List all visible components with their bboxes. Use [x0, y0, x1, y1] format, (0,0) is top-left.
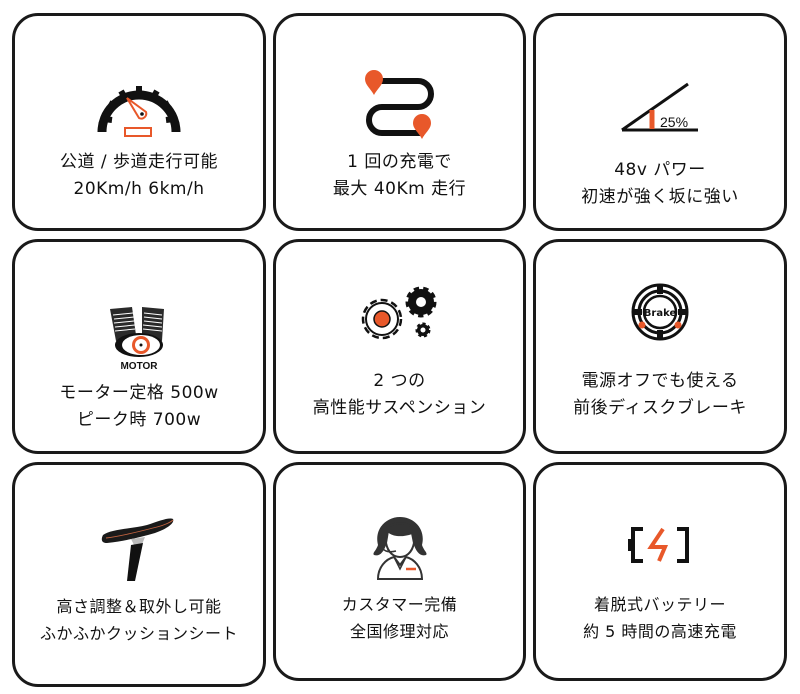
feature-caption: 着脱式バッテリー 約 5 時間の高速充電 — [536, 591, 784, 645]
caption-line: 電源オフでも使える — [581, 371, 739, 391]
saddle-icon — [101, 518, 174, 581]
caption-line: 全国修理対応 — [349, 622, 449, 641]
caption-line: ピーク時 700w — [76, 410, 202, 430]
caption-line: 最大 40Km 走行 — [332, 179, 467, 199]
brake-disc-icon: Brake — [631, 283, 689, 341]
feature-card-support: カスタマー完備 全国修理対応 — [273, 462, 526, 681]
feature-caption: 高さ調整＆取外し可能 ふかふかクッションシート — [15, 593, 263, 647]
slope-icon: 25% — [621, 82, 698, 132]
caption-line: 高性能サスペンション — [312, 398, 487, 418]
feature-caption: 1 回の充電で 最大 40Km 走行 — [276, 149, 523, 203]
battery-charging-icon — [628, 527, 689, 563]
feature-card-range: 1 回の充電で 最大 40Km 走行 — [273, 13, 526, 231]
caption-line: 約 5 時間の高速充電 — [583, 622, 737, 641]
caption-line: モーター定格 500w — [59, 383, 219, 403]
caption-line: 20Km/h 6km/h — [73, 179, 205, 199]
caption-line: 2 つの — [373, 371, 426, 391]
gears-icon — [361, 286, 436, 340]
feature-card-motor: MOTOR モーター定格 500w ピーク時 700w — [12, 239, 266, 454]
feature-caption: 公道 / 歩道走行可能 20Km/h 6km/h — [15, 149, 263, 203]
caption-line: カスタマー完備 — [341, 595, 458, 614]
caption-line: ふかふかクッションシート — [39, 624, 238, 643]
route-icon — [364, 70, 434, 139]
feature-card-seat: 高さ調整＆取外し可能 ふかふかクッションシート — [12, 462, 266, 687]
caption-line: 高さ調整＆取外し可能 — [56, 597, 222, 616]
caption-line: 前後ディスクブレーキ — [573, 398, 747, 418]
svg-text:25%: 25% — [660, 114, 688, 130]
feature-card-battery: 着脱式バッテリー 約 5 時間の高速充電 — [533, 462, 787, 681]
feature-card-brake: Brake 電源オフでも使える 前後ディスクブレーキ — [533, 239, 787, 454]
speedometer-icon — [97, 86, 181, 137]
svg-text:MOTOR: MOTOR — [120, 361, 158, 371]
feature-card-suspension: 2 つの 高性能サスペンション — [273, 239, 526, 454]
feature-caption: 2 つの 高性能サスペンション — [276, 368, 523, 422]
caption-line: 48v パワー — [614, 160, 706, 180]
feature-caption: カスタマー完備 全国修理対応 — [276, 591, 523, 645]
feature-caption: 電源オフでも使える 前後ディスクブレーキ — [536, 368, 784, 422]
feature-card-power: 25% 48v パワー 初速が強く坂に強い — [533, 13, 787, 231]
caption-line: 公道 / 歩道走行可能 — [59, 152, 219, 172]
feature-caption: 48v パワー 初速が強く坂に強い — [536, 157, 784, 211]
support-operator-icon — [372, 517, 427, 580]
caption-line: 初速が強く坂に強い — [581, 187, 739, 207]
caption-line: 着脱式バッテリー — [593, 595, 726, 614]
caption-line: 1 回の充電で — [347, 152, 452, 172]
motor-icon: MOTOR — [110, 307, 164, 371]
feature-card-speed: 公道 / 歩道走行可能 20Km/h 6km/h — [12, 13, 266, 231]
svg-text:Brake: Brake — [644, 308, 677, 319]
feature-caption: モーター定格 500w ピーク時 700w — [15, 380, 263, 434]
